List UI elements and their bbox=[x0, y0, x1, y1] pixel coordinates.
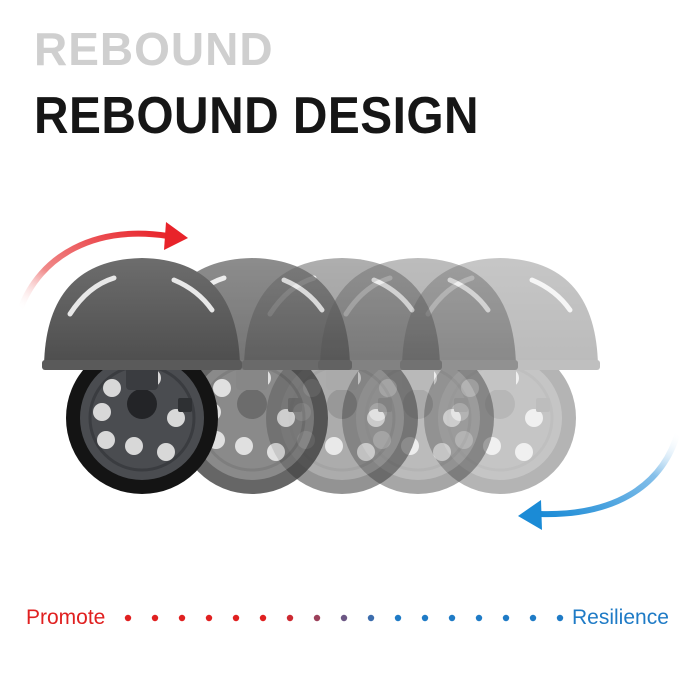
scale-dot bbox=[124, 614, 132, 622]
scale-dot bbox=[529, 614, 537, 622]
scale-dot bbox=[448, 614, 456, 622]
scale-dot bbox=[232, 614, 240, 622]
promote-resilience-dots bbox=[124, 614, 564, 622]
wheel-1 bbox=[42, 258, 242, 494]
overline-title: REBOUND bbox=[34, 23, 274, 75]
main-title: REBOUND DESIGN bbox=[34, 87, 480, 145]
scale-dot bbox=[502, 614, 510, 622]
scale-dot bbox=[340, 614, 348, 622]
scale-dot bbox=[205, 614, 213, 622]
scale-dot bbox=[259, 614, 267, 622]
promote-label: Promote bbox=[26, 606, 106, 629]
scale-dot bbox=[151, 614, 159, 622]
resilience-label: Resilience bbox=[572, 606, 669, 629]
blue-curved-arrow-icon bbox=[518, 429, 681, 530]
red-curved-arrow-icon bbox=[17, 222, 188, 313]
rebound-wheel-illustration bbox=[17, 222, 681, 530]
scale-dot bbox=[178, 614, 186, 622]
scale-dot bbox=[421, 614, 429, 622]
scale-dot bbox=[475, 614, 483, 622]
scale-dot bbox=[367, 614, 375, 622]
scale-dot bbox=[286, 614, 294, 622]
scale-dot bbox=[394, 614, 402, 622]
scale-dot bbox=[556, 614, 564, 622]
scale-dot bbox=[313, 614, 321, 622]
